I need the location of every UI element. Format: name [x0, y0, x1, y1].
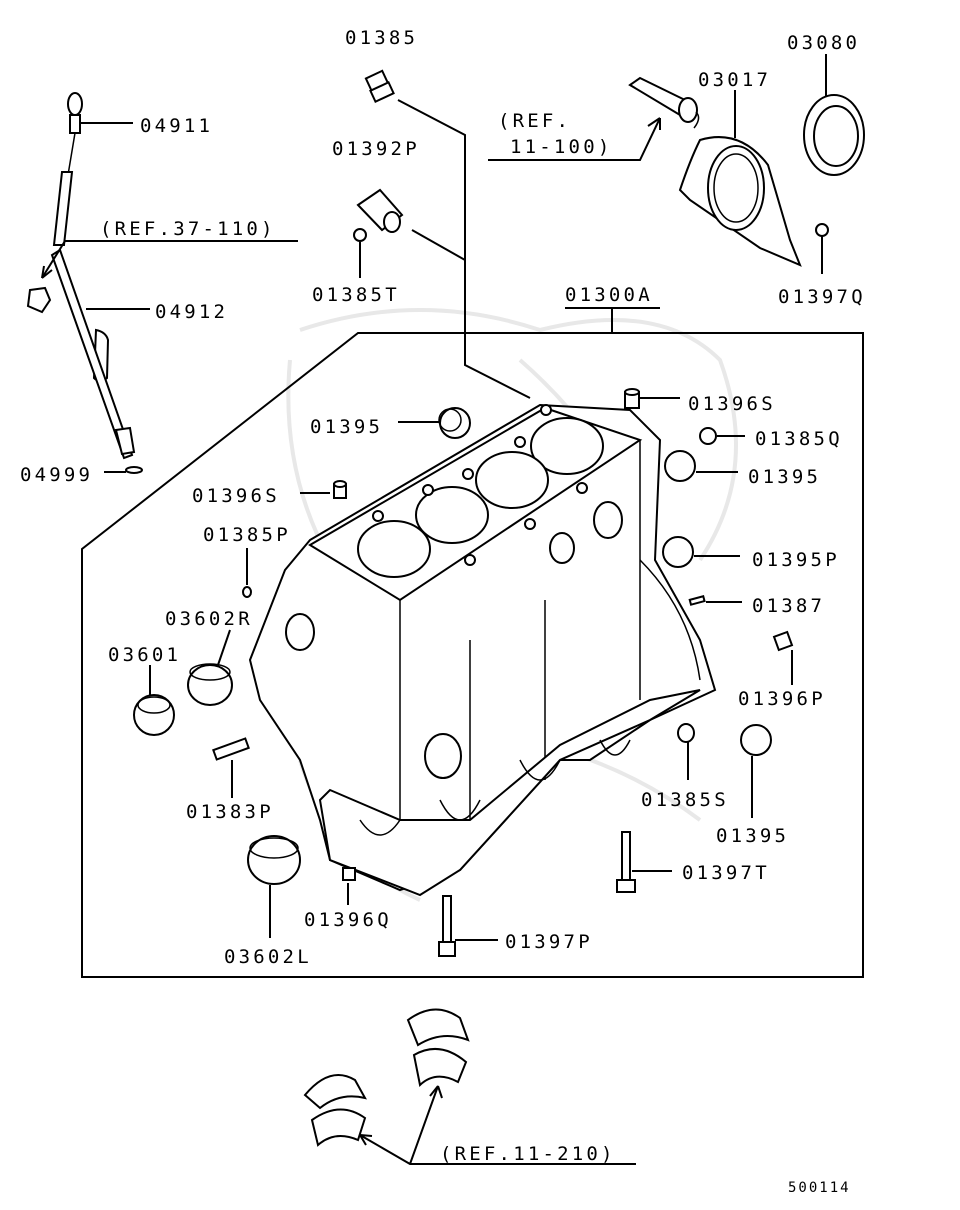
label-04911: 04911 [140, 115, 213, 137]
label-01396P: 01396P [738, 688, 826, 710]
label-ref-11-100-line2: 11-100) [510, 136, 612, 158]
arrow-ref-37-110 [41, 265, 53, 279]
dipstick-guide-bracket [26, 286, 52, 314]
plug-01396S-top [624, 388, 640, 409]
label-01396S-top: 01396S [688, 393, 776, 415]
sealant-tube [628, 76, 700, 129]
label-01385T: 01385T [312, 284, 400, 306]
bolt-01397T-part [616, 831, 636, 893]
label-01395P: 01395P [752, 549, 840, 571]
label-01385: 01385 [345, 27, 418, 49]
label-03080: 03080 [787, 32, 860, 54]
dowel-01396Q-part [342, 867, 356, 881]
plug-01385P-part [242, 586, 252, 598]
bolt-01397Q-part [815, 223, 829, 274]
label-01396Q: 01396Q [304, 909, 392, 931]
bearing-halves [303, 1008, 470, 1147]
stud-01383P-part [212, 737, 250, 761]
dipstick-o-ring [125, 466, 143, 474]
diagram-code: 500114 [788, 1180, 851, 1196]
label-04999: 04999 [20, 464, 93, 486]
label-01385Q: 01385Q [755, 428, 843, 450]
label-01395-left: 01395 [310, 416, 383, 438]
label-ref-37-110: (REF.37-110) [100, 218, 276, 240]
plug-01385Q-part [699, 427, 717, 445]
plug-01395-left [438, 407, 471, 439]
plug-01395-right [664, 450, 696, 482]
plug-01385-part [364, 69, 395, 103]
dowel-01396P-part [772, 630, 794, 652]
pin-01387-part [688, 595, 706, 606]
leader-ref-11-100 [488, 117, 661, 161]
label-03017: 03017 [698, 69, 771, 91]
block-assembly-frame [81, 332, 864, 978]
plug-01395P-part [662, 536, 694, 568]
leader-01385 [397, 99, 466, 260]
bearing-03602L-part [247, 835, 301, 885]
rear-oil-seal-case [678, 136, 802, 267]
label-01383P: 01383P [186, 801, 274, 823]
label-ref-11-100-line1: (REF. [498, 110, 571, 132]
label-01397P: 01397P [505, 931, 593, 953]
label-01385P: 01385P [203, 524, 291, 546]
label-03602L: 03602L [224, 946, 312, 968]
label-04912: 04912 [155, 301, 228, 323]
dipstick-tube [50, 171, 136, 460]
adapter-01392P-part [356, 188, 404, 233]
plug-01385T-part [353, 228, 367, 278]
leader-ref-37-110 [41, 240, 298, 279]
arrow-ref-11-210 [359, 1085, 443, 1146]
label-ref-11-210: (REF.11-210) [440, 1143, 616, 1165]
bearing-03601-part [133, 694, 175, 736]
label-03601: 03601 [108, 644, 181, 666]
leader-block-joint [464, 260, 531, 399]
label-01387: 01387 [752, 595, 825, 617]
oil-seal-03080 [803, 94, 865, 176]
label-01300A: 01300A [565, 284, 653, 306]
bearing-03602R-part [187, 663, 233, 706]
cylinder-block [248, 403, 717, 897]
label-01395-bottom: 01395 [716, 825, 789, 847]
leader-03602R [217, 629, 231, 666]
bolt-01397P-part [438, 895, 456, 957]
label-01397T: 01397T [682, 862, 770, 884]
plug-01395-bottom [740, 724, 772, 756]
leader-ref-11-210 [359, 1085, 636, 1165]
label-01396S-left: 01396S [192, 485, 280, 507]
plug-01396S-left [333, 480, 347, 499]
label-01392P: 01392P [332, 138, 420, 160]
label-01397Q: 01397Q [778, 286, 866, 308]
label-03602R: 03602R [165, 608, 253, 630]
dipstick-handle [67, 92, 83, 176]
plug-01385S-part [677, 723, 695, 743]
label-01395-right: 01395 [748, 466, 821, 488]
leader-01392P [411, 229, 466, 261]
label-01385S: 01385S [641, 789, 729, 811]
arrow-ref-11-100 [647, 117, 661, 130]
